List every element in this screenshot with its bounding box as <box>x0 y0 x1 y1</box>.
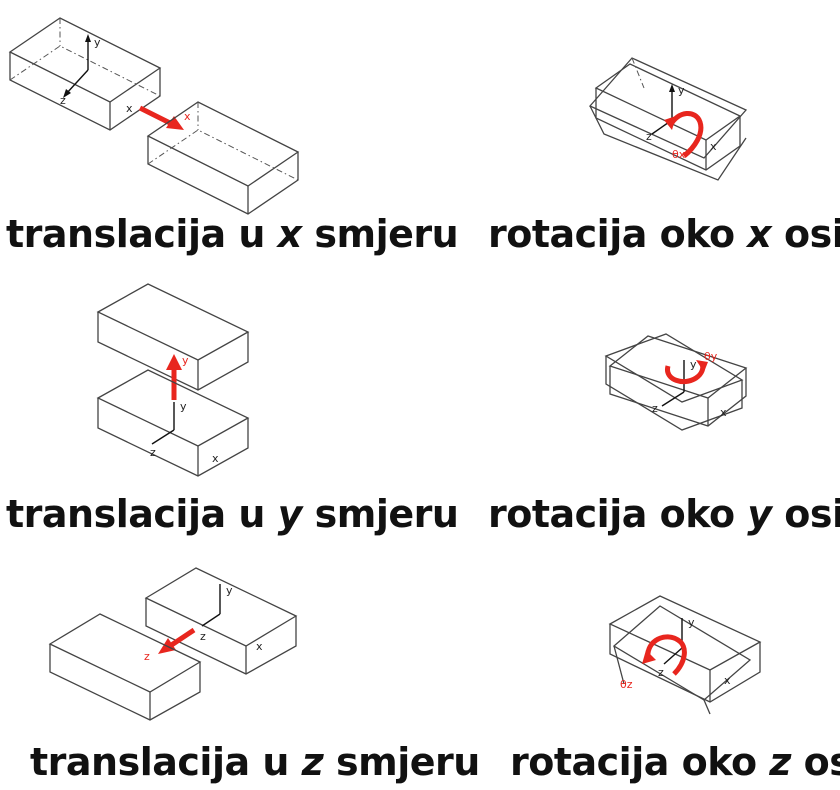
caption-translation-y: translacija u y smjeru <box>6 492 459 536</box>
rotation-arrow-z: θz <box>620 634 687 691</box>
axis-label-x: x <box>724 674 731 687</box>
arrow-label: x <box>184 110 191 123</box>
block-translated <box>96 283 250 391</box>
caption-axis: z <box>301 740 324 784</box>
block-original <box>8 17 162 131</box>
axis-label-y: y <box>226 584 233 597</box>
arrow-label: θx <box>672 148 686 161</box>
panel-rotation-z: y z x θz <box>600 584 770 724</box>
caption-axis: x <box>277 212 303 256</box>
axis-label-z: z <box>200 630 206 643</box>
panel-translation-y: y y z x <box>80 280 280 480</box>
caption-rotation-x: rotacija oko x osi <box>488 212 840 256</box>
rotation-arrow-y: θy <box>665 350 718 384</box>
axis-label-z: z <box>658 666 664 679</box>
caption-axis: x <box>747 212 772 256</box>
arrow-label: y <box>182 354 189 367</box>
translation-arrow-x: x <box>138 105 191 130</box>
rotation-arrow-x: θx <box>664 111 704 161</box>
caption-rotation-y: rotacija oko y osi <box>488 492 840 536</box>
block-original <box>608 595 762 703</box>
axis-label-y: y <box>690 358 697 371</box>
axis-label-x: x <box>720 406 727 419</box>
axis-label-z: z <box>150 446 156 459</box>
block-translated <box>48 613 202 721</box>
caption-text: rotacija oko <box>510 740 770 784</box>
axis-label-z: z <box>60 94 66 107</box>
block-translated <box>146 101 300 215</box>
translation-z-diagram: y z x z <box>48 567 298 721</box>
translation-arrow-y: y <box>166 354 189 400</box>
axis-label-y: y <box>678 84 685 97</box>
rotation-z-diagram: y z x θz <box>608 595 762 715</box>
axis-label-x: x <box>710 140 717 153</box>
block-rotated <box>588 57 748 181</box>
caption-text-end: osi <box>771 492 840 536</box>
caption-text-end: smjeru <box>301 492 459 536</box>
caption-rotation-z: rotacija oko z osi <box>510 740 840 784</box>
rotation-y-diagram: y z x θy <box>604 333 748 431</box>
arrow-label: θy <box>704 350 718 363</box>
caption-text-end: smjeru <box>301 212 459 256</box>
coordinate-axes: y z x <box>200 584 263 653</box>
caption-axis: y <box>277 492 303 536</box>
block-rotated <box>604 333 744 431</box>
caption-translation-z: translacija u z smjeru <box>30 740 480 784</box>
caption-text: translacija u <box>30 740 302 784</box>
caption-text: rotacija oko <box>488 212 748 256</box>
rotation-x-diagram: y z x θx <box>588 57 748 181</box>
caption-text: translacija u <box>6 492 278 536</box>
coordinate-axes: y z x <box>150 400 219 465</box>
block-original <box>608 335 748 427</box>
caption-translation-x: translacija u x smjeru <box>6 212 459 256</box>
axis-label-y: y <box>688 616 695 629</box>
caption-text-end: osi <box>771 212 840 256</box>
axis-label-x: x <box>256 640 263 653</box>
caption-axis: z <box>769 740 791 784</box>
caption-text: translacija u <box>6 212 278 256</box>
block-rotated <box>612 605 752 715</box>
axis-label-x: x <box>126 102 133 115</box>
caption-text-end: osi <box>803 740 840 784</box>
axis-label-z: z <box>646 130 652 143</box>
axis-label-x: x <box>212 452 219 465</box>
caption-axis: y <box>747 492 772 536</box>
panel-rotation-y: y z x θy <box>596 316 766 456</box>
panel-translation-z: y z x z <box>40 560 320 730</box>
axis-label-z: z <box>652 402 658 415</box>
block-original <box>144 567 298 675</box>
translation-x-diagram: y z x x <box>8 17 300 215</box>
arrow-label: z <box>144 650 150 663</box>
block-original <box>594 63 742 171</box>
translation-y-diagram: y y z x <box>96 283 250 477</box>
axis-label-y: y <box>94 36 101 49</box>
caption-text-end: smjeru <box>323 740 480 784</box>
coordinate-axes: y z x <box>60 34 133 115</box>
axis-label-y: y <box>180 400 187 413</box>
caption-text: rotacija oko <box>488 492 748 536</box>
panel-translation-x: y z x x <box>0 0 420 215</box>
arrow-label: θz <box>620 678 633 691</box>
panel-rotation-x: y z x θx <box>560 30 760 190</box>
coordinate-axes: y z x <box>652 358 727 419</box>
block-original <box>96 369 250 477</box>
